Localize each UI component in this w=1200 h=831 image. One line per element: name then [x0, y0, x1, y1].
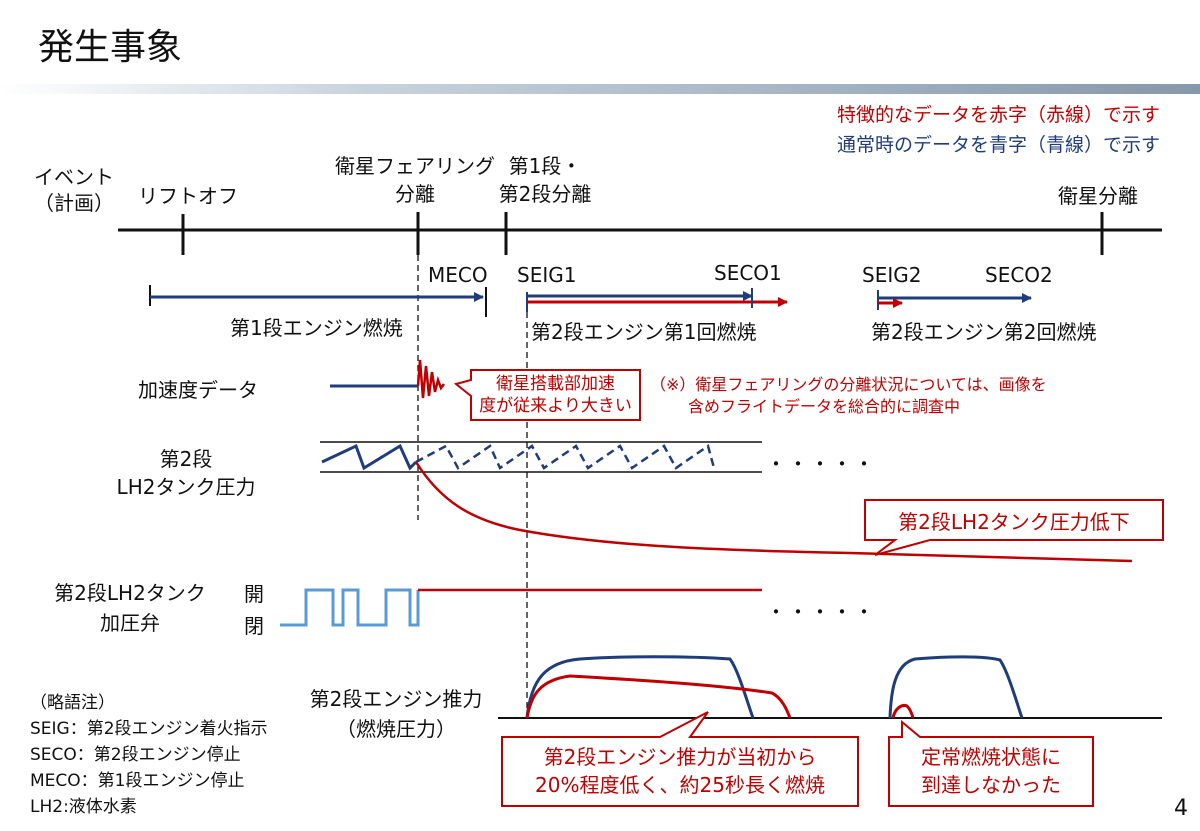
seig2-label: SEIG2	[862, 263, 922, 287]
steady-callout-line1: 定常燃焼状態に	[921, 745, 1061, 769]
thrust-callout: 第2段エンジン推力が当初から 20%程度低く、約25秒長く燃焼	[502, 743, 858, 799]
timeline-label: イベント （計画）	[32, 164, 116, 216]
stage1-burn-label: 第1段エンジン燃焼	[230, 316, 403, 340]
event-liftoff-label: リフトオフ	[138, 184, 238, 208]
event-fairing-label: 衛星フェアリング 分離	[325, 152, 505, 208]
thrust-planned-burn1	[525, 655, 755, 719]
investigation-note-line2: 含めフライトデータを総合的に調査中	[688, 397, 961, 416]
valve-open-label: 開	[244, 582, 264, 606]
event-fairing-line2: 分離	[395, 182, 435, 206]
thrust-actual-burn2	[891, 704, 915, 719]
steady-state-callout: 定常燃焼状態に 到達しなかった	[889, 743, 1093, 799]
accel-callout-box	[453, 369, 641, 421]
stage2-burn2-label: 第2段エンジン第2回燃焼	[871, 320, 1097, 344]
thrust-line1: 第2段エンジン推力	[309, 687, 483, 711]
valve-continuation-dots: ・・・・・	[766, 600, 876, 624]
abbr-lh2: LH2:液体水素	[30, 797, 137, 817]
accel-callout-line2: 度が従来より大きい	[479, 396, 632, 416]
investigation-note-line1: （※）衛星フェアリングの分離状況については、画像を	[650, 375, 1047, 394]
steady-callout-box	[888, 719, 1094, 807]
legend-blue-note: 通常時のデータを青字（青線）で示す	[836, 134, 1160, 156]
legend-red-note: 特徴的なデータを赤字（赤線）で示す	[836, 104, 1160, 126]
valve-trace-normal	[280, 588, 420, 627]
event-stage-sep-line2: 第2段分離	[498, 182, 592, 206]
pressure-drop-callout-box	[864, 499, 1164, 556]
abbr-meco: MECO：第1段エンジン停止	[30, 771, 245, 791]
abbr-seco: SECO：第2段エンジン停止	[30, 745, 241, 765]
valve-closed-label: 閉	[244, 614, 264, 638]
valve-line2: 加圧弁	[100, 611, 160, 635]
accel-trace-spike	[416, 359, 445, 399]
thrust-planned-burn2	[888, 655, 1024, 719]
lh2-pressure-line2: LH2タンク圧力	[116, 475, 256, 499]
pressure-trace-planned	[415, 443, 716, 470]
seco2-label: SECO2	[985, 263, 1053, 287]
abbreviation-notes: （略語注） SEIG：第2段エンジン着火指示 SECO：第2段エンジン停止 ME…	[30, 690, 268, 820]
event-stage-sep-label: 第1段・ 第2段分離	[480, 152, 610, 208]
timeline-label-line2: （計画）	[34, 191, 114, 215]
page-title: 発生事象	[38, 27, 183, 68]
valve-line1: 第2段LH2タンク	[54, 581, 206, 605]
event-stage-sep-line1: 第1段・	[508, 154, 582, 178]
lh2-pressure-line1: 第2段	[159, 447, 213, 471]
accel-callout: 衛星搭載部加速 度が従来より大きい	[471, 373, 640, 417]
thrust-callout-line1: 第2段エンジン推力が当初から	[543, 745, 817, 769]
lh2-pressure-row-label: 第2段 LH2タンク圧力	[106, 445, 266, 501]
event-fairing-line1: 衛星フェアリング	[335, 154, 495, 178]
accel-row-label: 加速度データ	[138, 378, 258, 402]
header-divider	[0, 84, 1200, 94]
abbr-seig: SEIG：第2段エンジン着火指示	[30, 719, 268, 739]
event-sat-sep-label: 衛星分離	[1058, 184, 1138, 208]
valve-row-label: 第2段LH2タンク 加圧弁	[40, 578, 220, 638]
thrust-callout-box	[501, 711, 859, 807]
thrust-callout-line2: 20%程度低く、約25秒長く燃焼	[535, 773, 825, 797]
steady-callout-line2: 到達しなかった	[921, 773, 1061, 797]
meco-label: MECO	[428, 263, 488, 287]
thrust-row-label: 第2段エンジン推力 （燃焼圧力）	[296, 684, 496, 744]
pressure-trace-normal	[321, 443, 418, 471]
page-number: 4	[1174, 796, 1188, 821]
thrust-actual-burn1	[525, 674, 792, 719]
investigation-note: （※）衛星フェアリングの分離状況については、画像を 含めフライトデータを総合的に…	[650, 374, 1047, 418]
abbr-heading: （略語注）	[30, 693, 115, 713]
seco1-label: SECO1	[714, 261, 782, 285]
seig1-label: SEIG1	[517, 263, 577, 287]
accel-callout-line1: 衛星搭載部加速	[496, 374, 615, 394]
stage2-burn1-label: 第2段エンジン第1回燃焼	[531, 320, 757, 344]
pressure-trace-actual	[414, 461, 1133, 563]
timeline-label-line1: イベント	[34, 165, 114, 189]
thrust-line2: （燃焼圧力）	[336, 717, 456, 741]
pressure-drop-callout: 第2段LH2タンク圧力低下	[898, 510, 1130, 534]
pressure-continuation-dots: ・・・・・	[766, 452, 876, 476]
